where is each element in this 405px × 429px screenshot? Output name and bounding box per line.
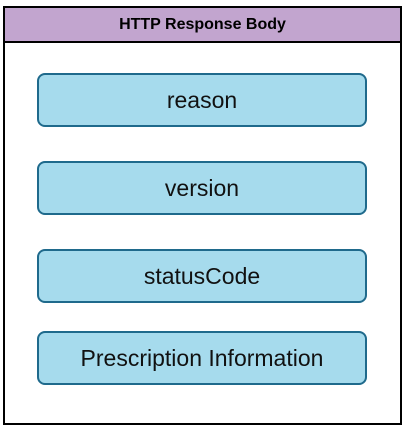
field-status-code: statusCode [37, 249, 367, 303]
field-version: version [37, 161, 367, 215]
field-prescription-information: Prescription Information [37, 331, 367, 385]
field-reason: reason [37, 73, 367, 127]
response-body-container: HTTP Response Body reason version status… [3, 6, 402, 425]
diagram-title: HTTP Response Body [5, 8, 400, 43]
